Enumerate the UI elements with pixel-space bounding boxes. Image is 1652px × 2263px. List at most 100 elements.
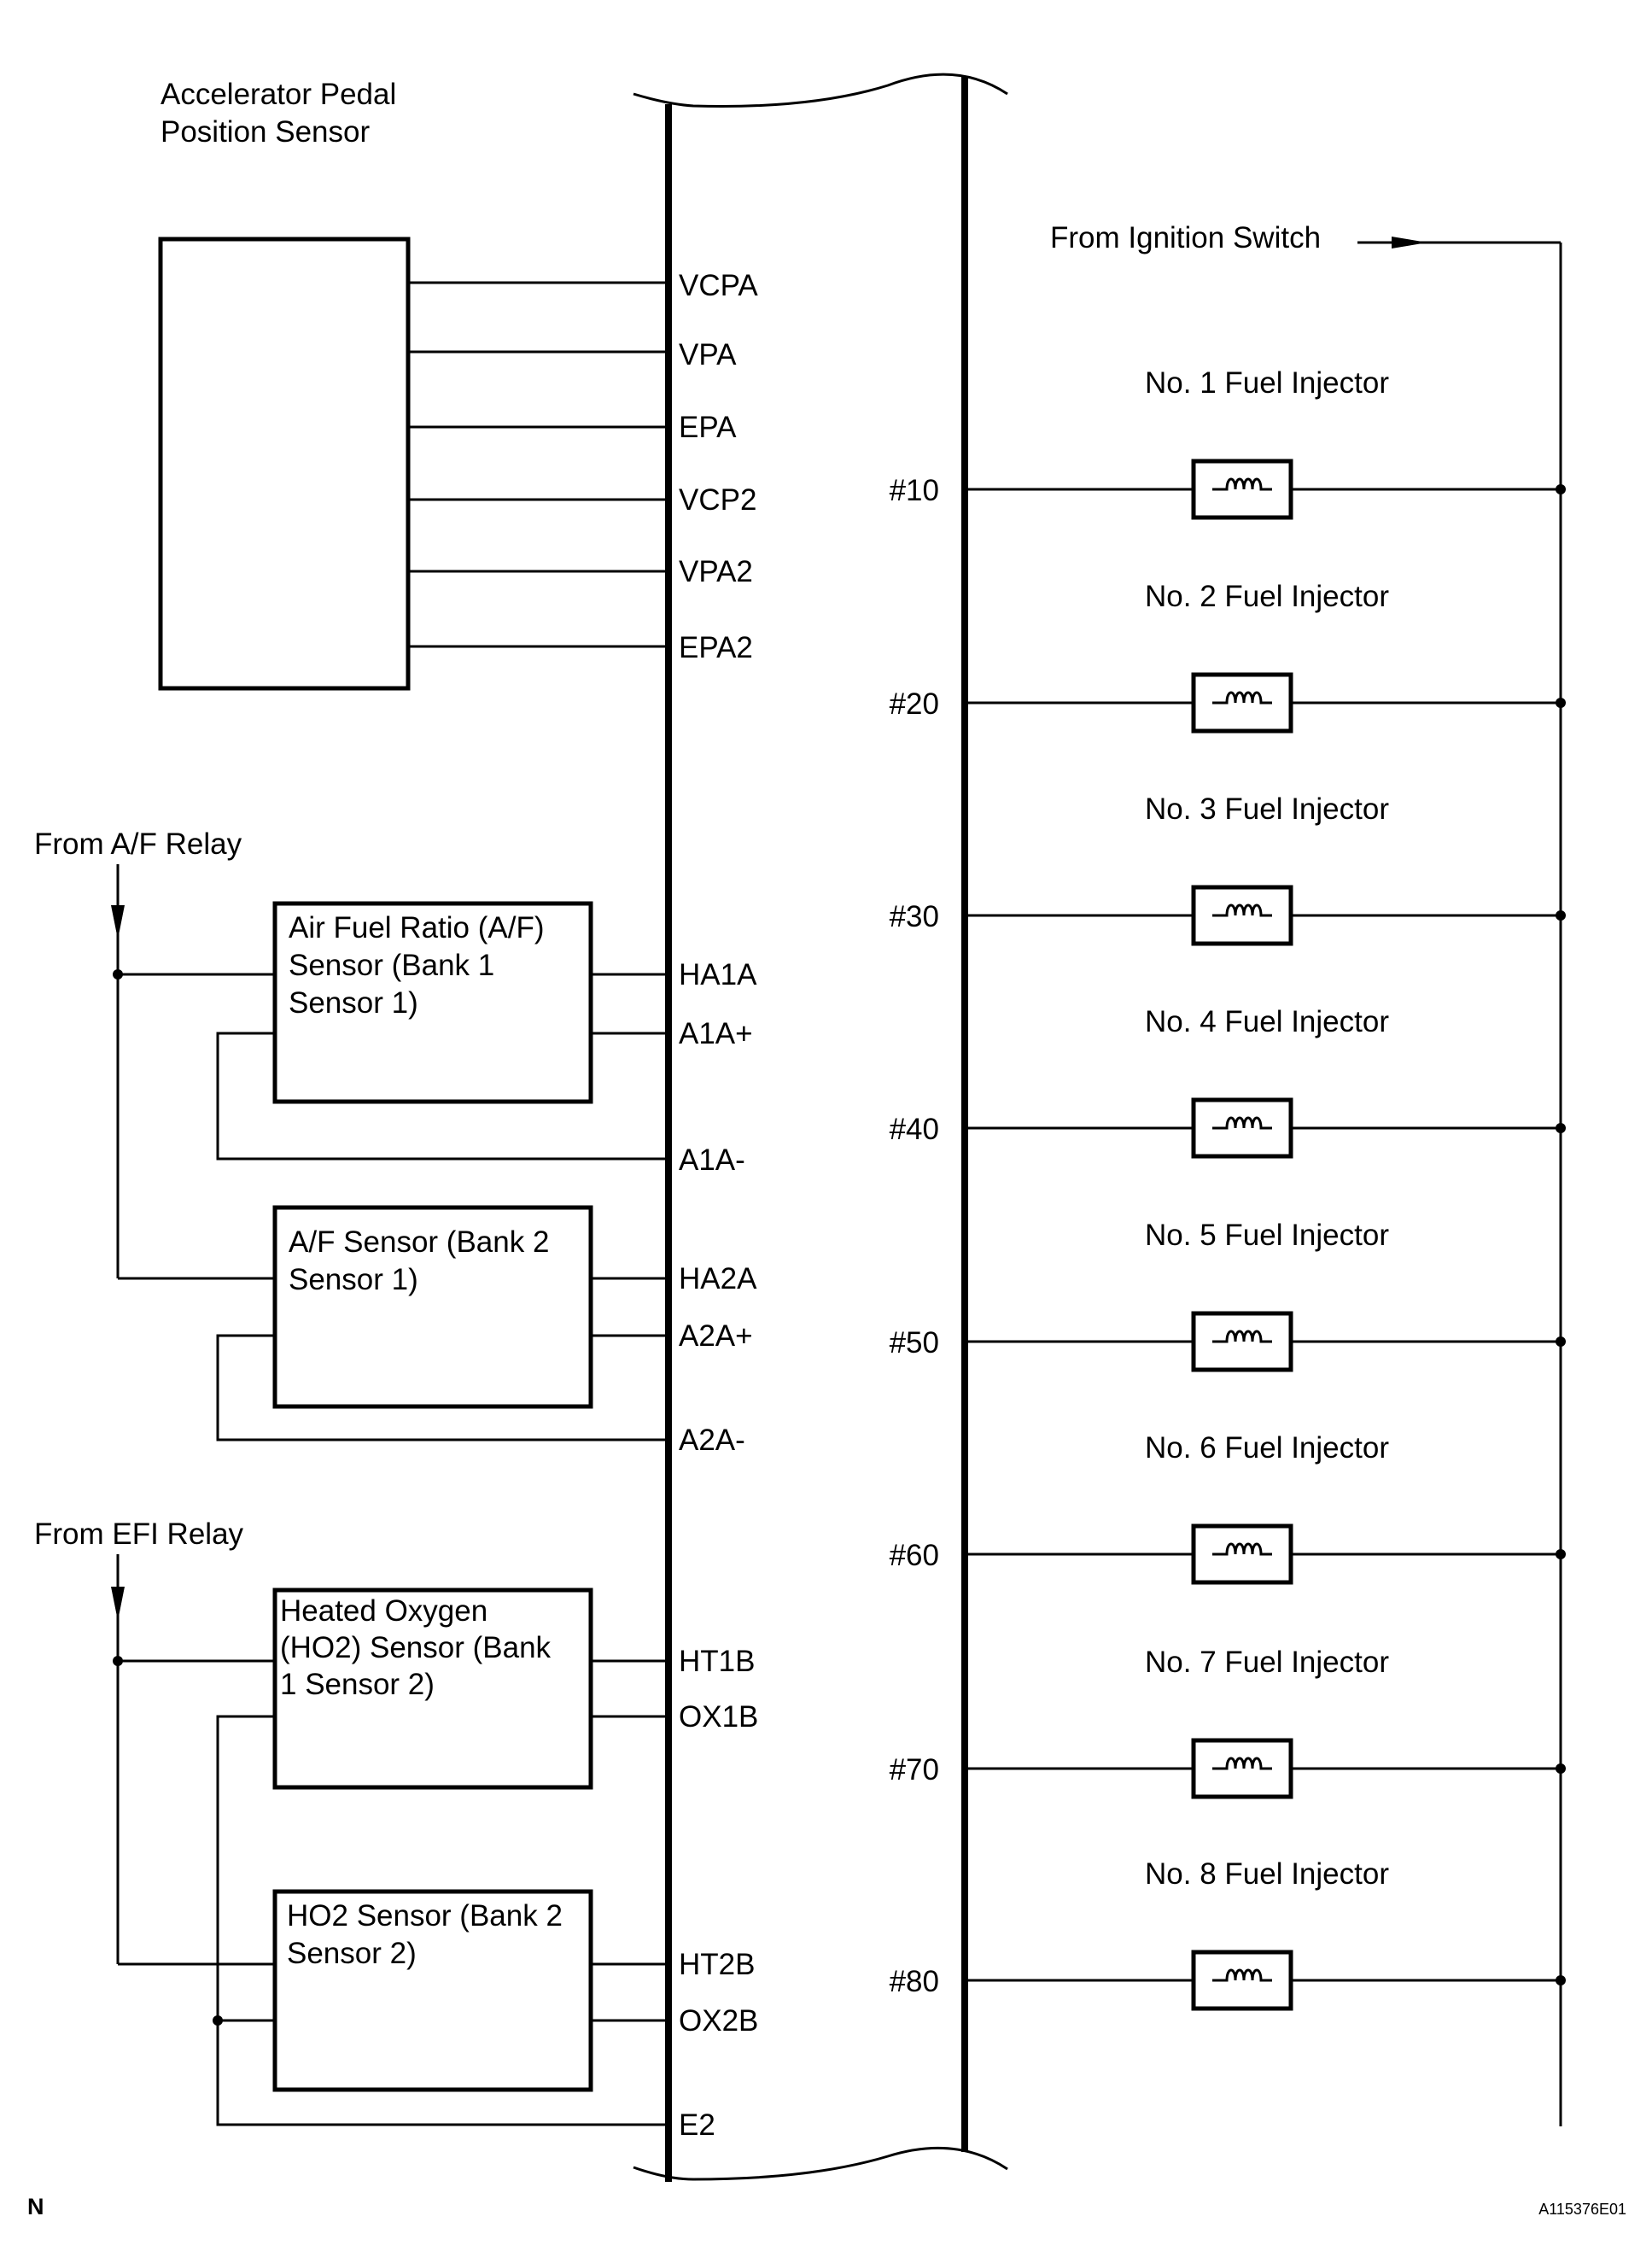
pin-vcpa: VCPA	[679, 269, 758, 302]
injector-label: No. 6 Fuel Injector	[1145, 1431, 1389, 1465]
af-sensor-bank1-line1: Air Fuel Ratio (A/F)	[289, 911, 545, 944]
af-relay-feed: From A/F Relay	[34, 827, 242, 1278]
efi-relay-label: From EFI Relay	[34, 1517, 244, 1551]
wire-a1a-minus	[216, 1032, 668, 1161]
wire-a2a-minus	[216, 1334, 668, 1441]
pin-epa2: EPA2	[679, 631, 753, 664]
ho2-sensor-bank2-box	[272, 1889, 593, 2092]
figure-code: A115376E01	[1538, 2201, 1626, 2218]
fuel-injector-6: No. 6 Fuel Injector #60	[890, 1431, 1566, 1585]
injector-pin: #30	[890, 900, 939, 933]
pin-vpa2: VPA2	[679, 555, 753, 588]
apps-title-line1: Accelerator Pedal	[161, 78, 396, 111]
pin-ox1b: OX1B	[679, 1700, 758, 1734]
pin-a1a-plus: A1A+	[679, 1017, 753, 1050]
pin-ha1a: HA1A	[679, 958, 757, 991]
af-sensor-bank2-line1: A/F Sensor (Bank 2	[289, 1225, 549, 1259]
pin-ht1b: HT1B	[679, 1645, 755, 1678]
fuel-injector-2: No. 2 Fuel Injector #20	[890, 580, 1566, 734]
apps-title-line2: Position Sensor	[161, 115, 370, 149]
injector-junction	[1556, 1336, 1566, 1347]
injector-label: No. 3 Fuel Injector	[1145, 792, 1389, 826]
pin-ht2b: HT2B	[679, 1948, 755, 1981]
injector-label: No. 5 Fuel Injector	[1145, 1219, 1389, 1252]
injector-box	[1191, 1311, 1293, 1372]
ecm-connector	[633, 73, 1008, 2182]
fuel-injector-8: No. 8 Fuel Injector #80	[890, 1857, 1566, 2011]
efi-relay-feed: From EFI Relay	[34, 1517, 244, 1964]
pin-e2: E2	[679, 2108, 715, 2142]
ho2-sensor-bank1-line3: 1 Sensor 2)	[280, 1668, 435, 1701]
ho2-sensor-bank2: HO2 Sensor (Bank 2 Sensor 2) HT2B OX2B	[118, 1889, 758, 2092]
ecm-top-break-curve	[633, 73, 1008, 108]
accelerator-pedal-position-sensor: Accelerator Pedal Position Sensor VCPA V…	[158, 78, 758, 691]
ignition-feed: From Ignition Switch	[1050, 221, 1562, 2126]
injector-coil-icon	[1212, 1330, 1272, 1343]
injector-junction	[1556, 910, 1566, 921]
injector-pin: #10	[890, 474, 939, 507]
injector-label: No. 1 Fuel Injector	[1145, 366, 1389, 400]
wire-ho2-ground	[216, 1715, 668, 2126]
injector-box	[1191, 672, 1293, 734]
injector-junction	[1556, 698, 1566, 708]
injector-junction	[1556, 1763, 1566, 1774]
af-relay-arrow-icon	[111, 905, 125, 939]
fuel-injector-1: No. 1 Fuel Injector #10	[890, 366, 1566, 520]
ignition-label: From Ignition Switch	[1050, 221, 1321, 254]
pin-a2a-minus: A2A-	[679, 1424, 745, 1457]
injector-pin: #40	[890, 1113, 939, 1146]
ho2-sensor-bank2-line2: Sensor 2)	[287, 1937, 417, 1970]
injector-pin: #70	[890, 1753, 939, 1786]
injector-box	[1191, 885, 1293, 946]
apps-box	[158, 237, 411, 691]
injector-coil-icon	[1212, 903, 1272, 917]
ho2-sensor-bank1: Heated Oxygen (HO2) Sensor (Bank 1 Senso…	[118, 1588, 758, 1790]
af-sensor-bank2-line2: Sensor 1)	[289, 1263, 418, 1296]
injector-junction	[1556, 484, 1566, 494]
injector-pin: #50	[890, 1326, 939, 1360]
af-sensor-bank2-box	[272, 1205, 593, 1409]
af-sensor-bank1-box	[272, 901, 593, 1104]
injector-coil-icon	[1212, 1757, 1272, 1770]
af-sensor-bank1: Air Fuel Ratio (A/F) Sensor (Bank 1 Sens…	[118, 901, 757, 1177]
injector-box	[1191, 1523, 1293, 1585]
injector-label: No. 4 Fuel Injector	[1145, 1005, 1389, 1038]
injector-box	[1191, 1950, 1293, 2011]
injector-pin: #20	[890, 687, 939, 721]
ignition-arrow-icon	[1392, 237, 1427, 249]
fuel-injector-4: No. 4 Fuel Injector #40	[890, 1005, 1566, 1159]
ho2-ground-return: E2	[213, 1715, 715, 2142]
ho2-sensor-bank2-line1: HO2 Sensor (Bank 2	[287, 1899, 563, 1933]
ecm-bottom-break-curve	[633, 2146, 1008, 2181]
af-sensor-bank2: A/F Sensor (Bank 2 Sensor 1) HA2A A2A+ A…	[118, 1205, 757, 1457]
injector-coil-icon	[1212, 1542, 1272, 1556]
ho2-sensor-bank1-line2: (HO2) Sensor (Bank	[280, 1631, 552, 1664]
injector-pin: #80	[890, 1965, 939, 1998]
pin-ox2b: OX2B	[679, 2004, 758, 2038]
pin-epa: EPA	[679, 411, 737, 444]
injector-box	[1191, 1097, 1293, 1159]
ground-junction	[213, 2015, 223, 2026]
pin-a2a-plus: A2A+	[679, 1319, 753, 1353]
injector-junction	[1556, 1123, 1566, 1133]
ho2-sensor-bank1-line1: Heated Oxygen	[280, 1594, 487, 1628]
fuel-injector-7: No. 7 Fuel Injector #70	[890, 1646, 1566, 1799]
injector-pin: #60	[890, 1539, 939, 1572]
injector-label: No. 8 Fuel Injector	[1145, 1857, 1389, 1891]
injector-label: No. 7 Fuel Injector	[1145, 1646, 1389, 1679]
injector-junction	[1556, 1975, 1566, 1985]
corner-mark-n: N	[27, 2194, 44, 2219]
af-relay-label: From A/F Relay	[34, 827, 242, 861]
pin-vpa: VPA	[679, 338, 737, 371]
injector-junction	[1556, 1549, 1566, 1559]
af-sensor-bank1-line3: Sensor 1)	[289, 986, 418, 1020]
efi-relay-arrow-icon	[111, 1587, 125, 1621]
injector-box	[1191, 1738, 1293, 1799]
pin-ha2a: HA2A	[679, 1262, 757, 1295]
injector-coil-icon	[1212, 691, 1272, 705]
injector-label: No. 2 Fuel Injector	[1145, 580, 1389, 613]
pin-a1a-minus: A1A-	[679, 1143, 745, 1177]
af-sensor-bank1-line2: Sensor (Bank 1	[289, 949, 494, 982]
ho2-sensor-bank1-box	[272, 1588, 593, 1790]
